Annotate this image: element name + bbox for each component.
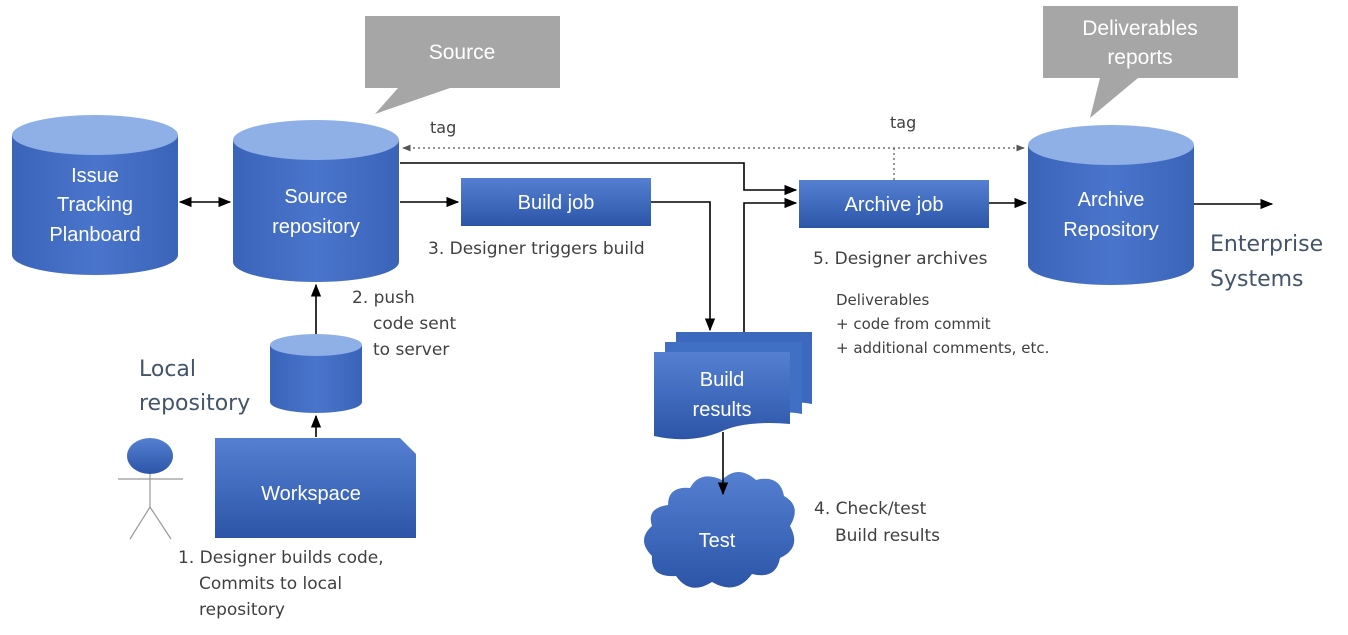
- tag-right-label: tag: [890, 113, 916, 132]
- connectors: [178, 144, 1274, 496]
- issue-tracking-line2: Tracking: [57, 194, 133, 216]
- step2-line2: code sent: [373, 314, 456, 334]
- step5-label: 5. Designer archives: [813, 249, 988, 269]
- archive-repository-line1: Archive: [1078, 189, 1145, 211]
- source-archive-connector: [400, 162, 798, 196]
- step3-label: 3. Designer triggers build: [428, 239, 645, 259]
- results-archive-connector: [743, 197, 798, 332]
- deliverables-callout-line1: Deliverables: [1082, 17, 1198, 40]
- deliverables-callout: Deliverables reports: [1043, 6, 1238, 118]
- designer-person-icon: [118, 438, 183, 540]
- source-repository-line1: Source: [284, 186, 347, 208]
- build-job-box[interactable]: Build job: [461, 178, 651, 226]
- build-job-label: Build job: [518, 192, 595, 214]
- deliverables-note-line1: Deliverables: [836, 291, 929, 309]
- source-repository-line2: repository: [272, 216, 360, 238]
- test-label: Test: [699, 530, 736, 552]
- local-repo-line2: repository: [139, 391, 250, 416]
- archive-job-label: Archive job: [845, 194, 944, 216]
- deliverables-note-line3: + additional comments, etc.: [836, 339, 1049, 357]
- step1-line1: 1. Designer builds code,: [178, 548, 384, 568]
- step4-line2: Build results: [835, 526, 940, 546]
- step2-line1: 2. push: [352, 288, 415, 308]
- deliverables-callout-line2: reports: [1107, 46, 1172, 69]
- enterprise-line2: Systems: [1210, 267, 1304, 292]
- source-callout: Source: [365, 16, 560, 114]
- issue-tracking-cylinder[interactable]: Issue Tracking Planboard: [12, 115, 178, 275]
- step1-line2: Commits to local: [199, 574, 342, 594]
- test-cloud[interactable]: Test: [644, 472, 795, 588]
- archive-repository-cylinder[interactable]: Archive Repository: [1028, 125, 1194, 285]
- step4-line1: 4. Check/test: [814, 499, 927, 519]
- local-repo-line1: Local: [139, 357, 196, 382]
- source-repository-cylinder[interactable]: Source repository: [233, 120, 399, 282]
- issue-tracking-line3: Planboard: [49, 224, 140, 246]
- archive-job-box[interactable]: Archive job: [799, 180, 989, 228]
- source-callout-label: Source: [429, 41, 496, 64]
- deliverables-note-line2: + code from commit: [836, 315, 991, 333]
- step1-line3: repository: [199, 600, 285, 620]
- build-results-connector: [651, 201, 716, 332]
- local-repository-cylinder[interactable]: [270, 334, 362, 413]
- issue-tracking-line1: Issue: [71, 165, 119, 187]
- tag-left-label: tag: [430, 118, 456, 137]
- build-results-line2: results: [693, 399, 752, 421]
- workspace-box[interactable]: Workspace: [215, 438, 416, 538]
- enterprise-line1: Enterprise: [1210, 232, 1323, 257]
- workspace-label: Workspace: [261, 483, 361, 505]
- step2-line3: to server: [373, 340, 449, 360]
- archive-repository-line2: Repository: [1063, 219, 1159, 241]
- build-results-documents[interactable]: Build results: [654, 332, 812, 440]
- build-results-line1: Build: [700, 369, 744, 391]
